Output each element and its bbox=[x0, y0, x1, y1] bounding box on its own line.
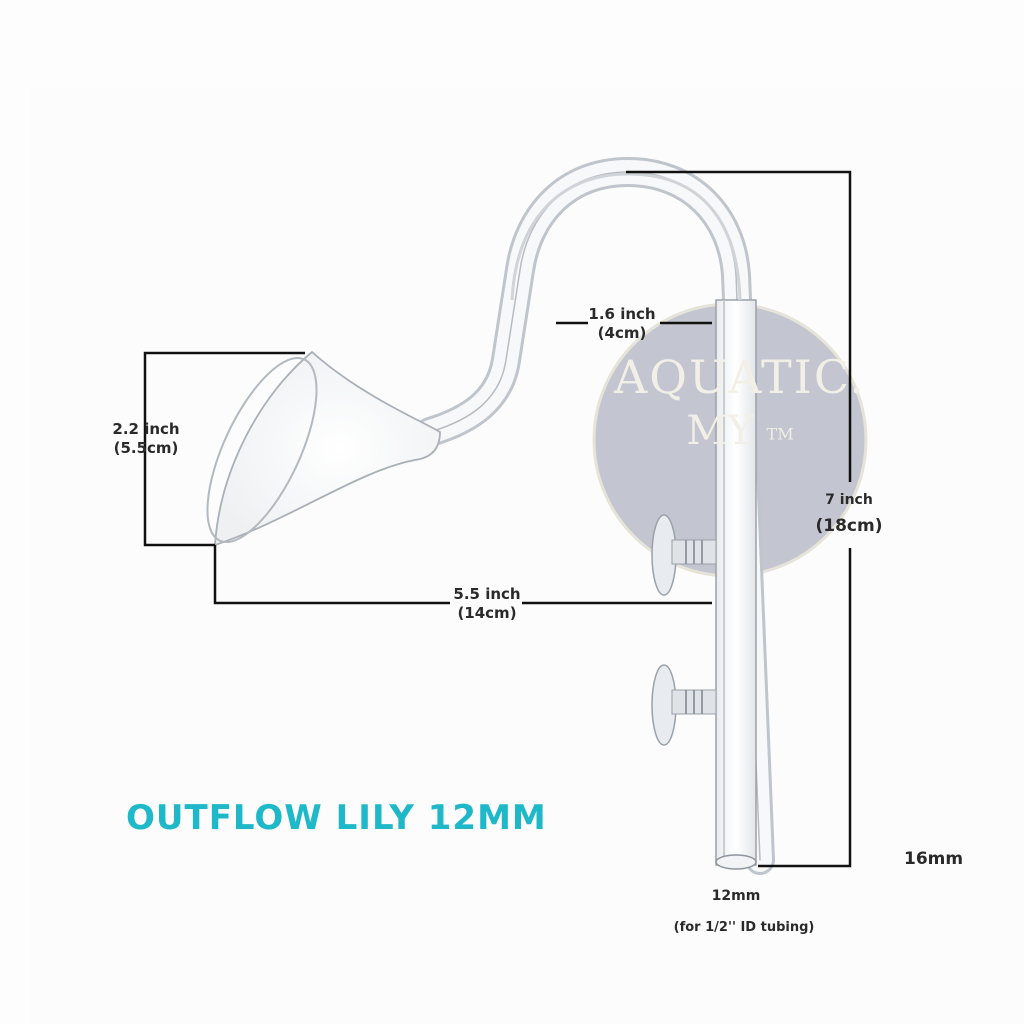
reach-imperial: 5.5 inch bbox=[453, 585, 521, 603]
watermark-brand-line1: AQUATIC. bbox=[613, 350, 867, 404]
reach-label: 5.5 inch (14cm) bbox=[442, 585, 532, 623]
dim-reach-line-left bbox=[213, 545, 450, 605]
dim-cup-height-line bbox=[143, 351, 305, 547]
inner-diameter-label: 12mm bbox=[711, 888, 761, 904]
lily-cup-rim bbox=[206, 356, 318, 544]
bend-gap-metric: (4cm) bbox=[597, 323, 647, 342]
watermark-trademark: TM bbox=[766, 424, 794, 444]
bend-highlight bbox=[510, 172, 742, 301]
total-height-metric: (18cm) bbox=[815, 515, 883, 536]
bend-gap-label: 1.6 inch (4cm) bbox=[582, 305, 662, 343]
dim-height-line-bottom bbox=[758, 548, 852, 868]
suction-cup-lower bbox=[651, 664, 717, 746]
product-title: OUTFLOW LILY 12MM bbox=[126, 798, 547, 838]
cup-height-imperial: 2.2 inch bbox=[112, 420, 180, 438]
watermark-brand-line2: MY TM bbox=[600, 408, 880, 454]
lily-cup bbox=[214, 350, 441, 547]
glass-vertical-tube bbox=[715, 299, 757, 866]
watermark-brand-my: MY bbox=[686, 408, 754, 454]
bend-gap-imperial: 1.6 inch bbox=[588, 305, 656, 323]
dimension-lines bbox=[143, 170, 852, 868]
tube-opening bbox=[715, 854, 757, 870]
suction-cup-upper bbox=[651, 514, 717, 596]
cup-height-label: 2.2 inch (5.5cm) bbox=[104, 420, 188, 458]
outer-diameter-label: 16mm bbox=[904, 849, 964, 869]
total-height-imperial: 7 inch bbox=[825, 492, 873, 508]
cup-height-metric: (5.5cm) bbox=[113, 438, 179, 457]
tubing-note: (for 1/2'' ID tubing) bbox=[673, 920, 815, 935]
total-height-label: 7 inch (18cm) bbox=[808, 492, 890, 537]
reach-metric: (14cm) bbox=[457, 603, 517, 622]
dim-height-line-top bbox=[626, 170, 852, 482]
